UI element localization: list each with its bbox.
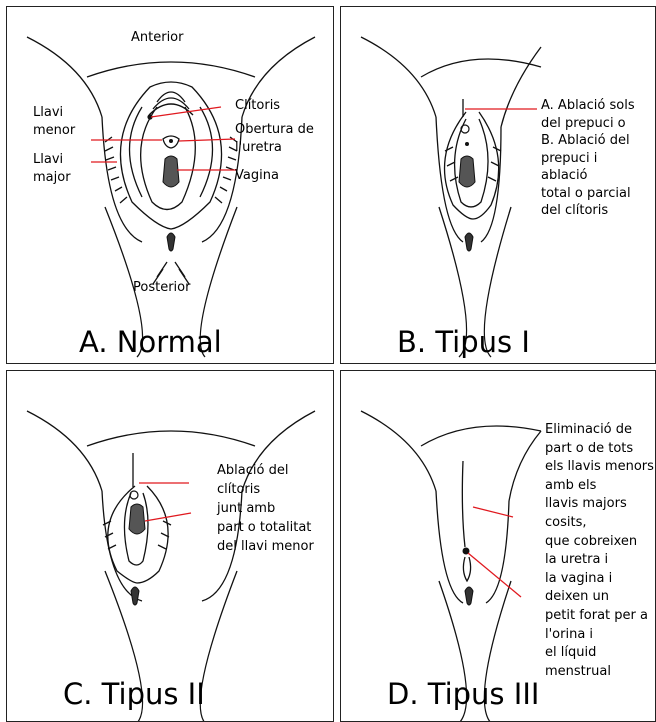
anterior-label: Anterior xyxy=(131,29,183,47)
leader-tipus-3-a xyxy=(473,507,513,517)
leader-obertura xyxy=(179,139,235,141)
caption-tipus-2: C. Tipus II xyxy=(63,677,205,711)
caption-tipus-1: B. Tipus I xyxy=(397,325,530,359)
caption-normal: A. Normal xyxy=(79,325,222,359)
caption-tipus-3: D. Tipus III xyxy=(387,677,539,711)
leader-tipus-3-b xyxy=(468,553,521,597)
leader-tipus-2-b xyxy=(145,513,191,521)
vagina-label: Vagina xyxy=(235,167,279,185)
clitoris-label: Clítoris xyxy=(235,97,280,115)
posterior-label: Posterior xyxy=(133,279,190,297)
